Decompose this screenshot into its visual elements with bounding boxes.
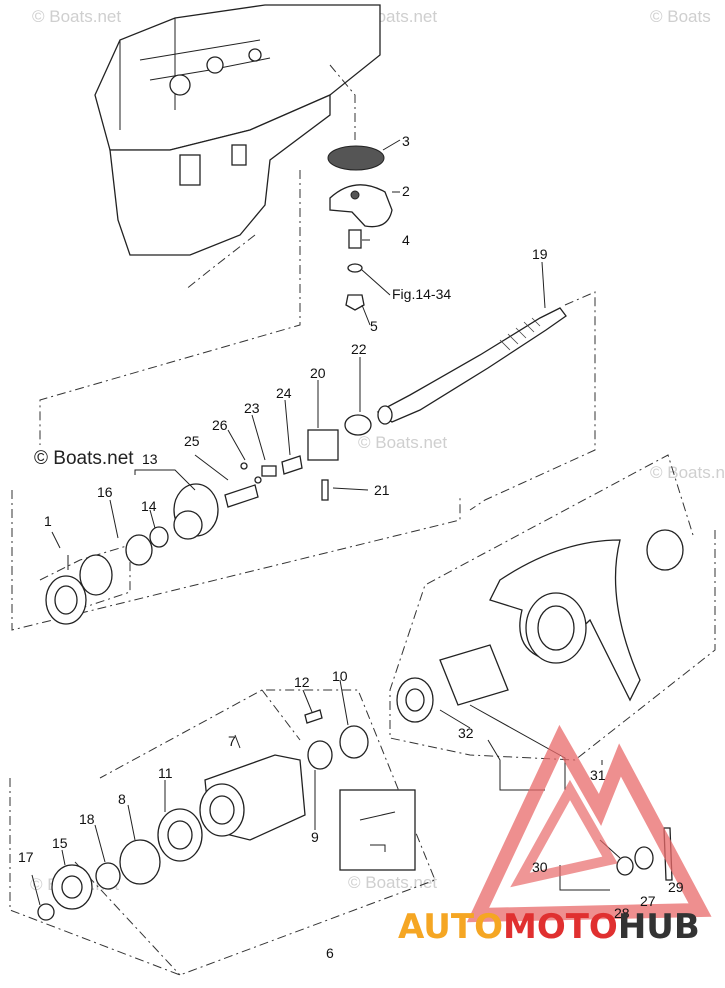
forward-gear-group [11,357,461,631]
watermark-bottom-center: © Boats.net [348,873,437,892]
part-1-bearing [79,554,113,596]
label-13: 13 [142,451,158,467]
label-18: 18 [79,811,95,827]
part-labels: 1 2 3 4 5 6 7 8 9 10 11 12 13 14 15 16 1… [18,133,684,961]
part-17-washer [37,903,55,921]
label-31: 31 [590,767,606,783]
label-11: 11 [158,765,173,781]
part-24-spring [281,455,303,475]
part-9-bearing [307,740,333,770]
label-20: 20 [310,365,326,381]
watermark-top-right: © Boats [650,7,711,26]
part-12-bolt [304,709,323,724]
label-25: 25 [184,433,200,449]
label-19: 19 [532,246,548,262]
lower-casing-housing [39,4,381,445]
automotohub-logo [466,724,712,923]
watermark-right: © Boats.net [650,463,725,482]
label-14: 14 [141,498,157,514]
label-fig-ref: Fig.14-34 [392,286,451,302]
watermark-top-left: © Boats.net [32,7,121,26]
label-7: 7 [228,733,236,749]
part-22-ring [344,414,372,436]
watermark-mid-right: © Boats.net [358,433,447,452]
seal-detail-box [339,789,416,871]
part-28-washer [616,856,634,876]
label-3: 3 [402,133,410,149]
label-26: 26 [212,417,228,433]
label-27: 27 [640,893,656,909]
part-23-slider [261,465,277,477]
part-21-pin [321,479,329,501]
label-22: 22 [351,341,367,357]
label-12: 12 [294,674,310,690]
part-2-cover [329,184,393,228]
label-9: 9 [311,829,319,845]
propeller-assembly [389,454,716,891]
label-8: 8 [118,791,126,807]
part-32-bushing [439,644,509,706]
part-8-o-ring [119,839,161,885]
label-10: 10 [332,668,348,684]
part-10-oil-seal [339,725,369,759]
label-23: 23 [244,400,260,416]
water-pump-parts [327,139,401,326]
reverse-gear-group [9,679,436,976]
part-25-cross-pin [224,484,259,508]
label-15: 15 [52,835,68,851]
label-21: 21 [374,482,390,498]
part-3-gasket [327,145,385,171]
automotohub-wordmark: AUTOMOTOHUB [398,907,700,947]
brand-auto: AUTO [398,907,503,947]
label-2: 2 [402,183,410,199]
watermark-main: © Boats.net [34,448,134,469]
part-4-pin [348,229,362,249]
part-18-shim [95,862,121,890]
brand-hub: HUB [618,907,700,947]
label-24: 24 [276,385,292,401]
label-29: 29 [668,879,684,895]
label-28: 28 [614,905,630,921]
svg-text:AUTOMOTOHUB: AUTOMOTOHUB [398,907,700,947]
label-32: 32 [458,725,474,741]
label-4: 4 [402,232,410,248]
part-14-bearing [149,526,169,548]
label-1: 1 [44,513,52,529]
label-6: 6 [326,945,334,961]
propeller-hub [646,529,684,571]
label-5: 5 [370,318,378,334]
propeller-shaft [376,261,596,511]
part-27-nut [634,846,654,870]
part-16-shim [125,534,153,566]
brand-moto: MOTO [503,907,618,947]
label-16: 16 [97,484,113,500]
part-5-nut [345,294,365,311]
part-20-dog-clutch [307,429,339,461]
label-17: 17 [18,849,34,865]
label-30: 30 [532,859,548,875]
